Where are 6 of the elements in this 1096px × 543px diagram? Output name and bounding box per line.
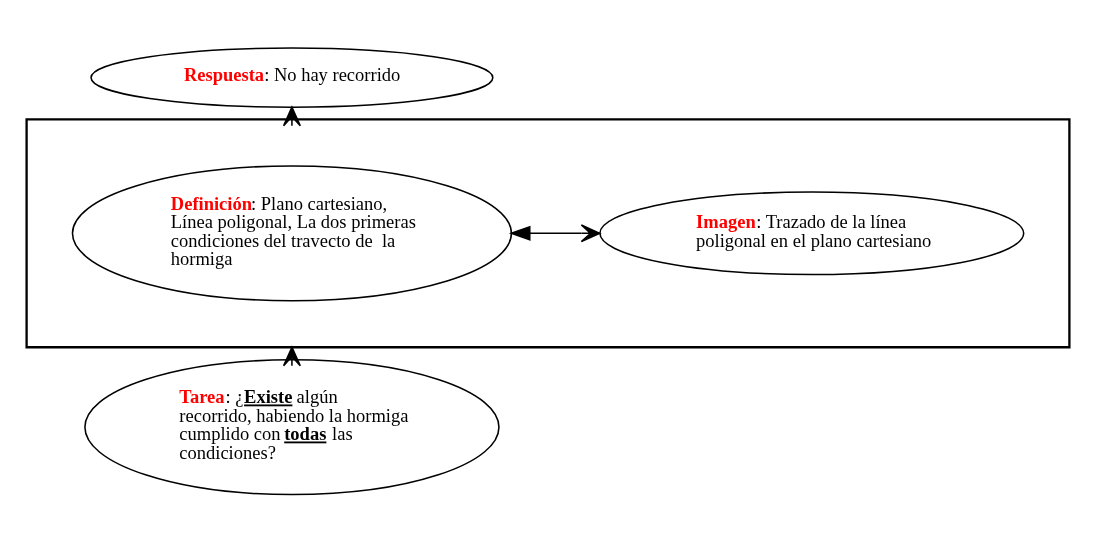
node-ellipse: Definición: Plano cartesiano, Línea poligonal, La dos primeras condiciones del travecto de la hormiga [71, 165, 513, 302]
node-ellipse: Imagen: Trazado de la línea poligonal en el plano cartesiano [599, 191, 1025, 276]
node-ellipse: Respuesta: No hay recorrido [90, 47, 494, 108]
cluster [25, 118, 1071, 349]
arrow [508, 224, 601, 243]
arrow [282, 346, 302, 367]
